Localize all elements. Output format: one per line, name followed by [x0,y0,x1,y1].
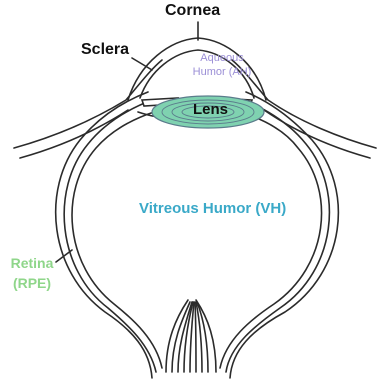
sclera-fold-left [14,60,162,148]
vitreous-humor-label: Vitreous Humor (VH) [139,201,286,216]
aqueous-humor-label-line1: Aqueous [181,51,263,65]
aqueous-humor-label-line2: Humor (AH) [181,65,263,79]
retina-pointer [56,250,72,262]
lens-label: Lens [193,102,228,117]
retina-outline-right [220,112,322,368]
retina-outline [72,112,162,368]
sclera-outer-outline [56,92,152,378]
retina-label-line2: (RPE) [8,273,56,293]
retina-label: Retina (RPE) [8,253,56,293]
sclera-fold-right-inner [264,110,370,158]
retina-label-line1: Retina [8,253,56,273]
cornea-label: Cornea [165,3,220,19]
aqueous-humor-label: Aqueous Humor (AH) [181,51,263,79]
sclera-label: Sclera [81,42,129,58]
